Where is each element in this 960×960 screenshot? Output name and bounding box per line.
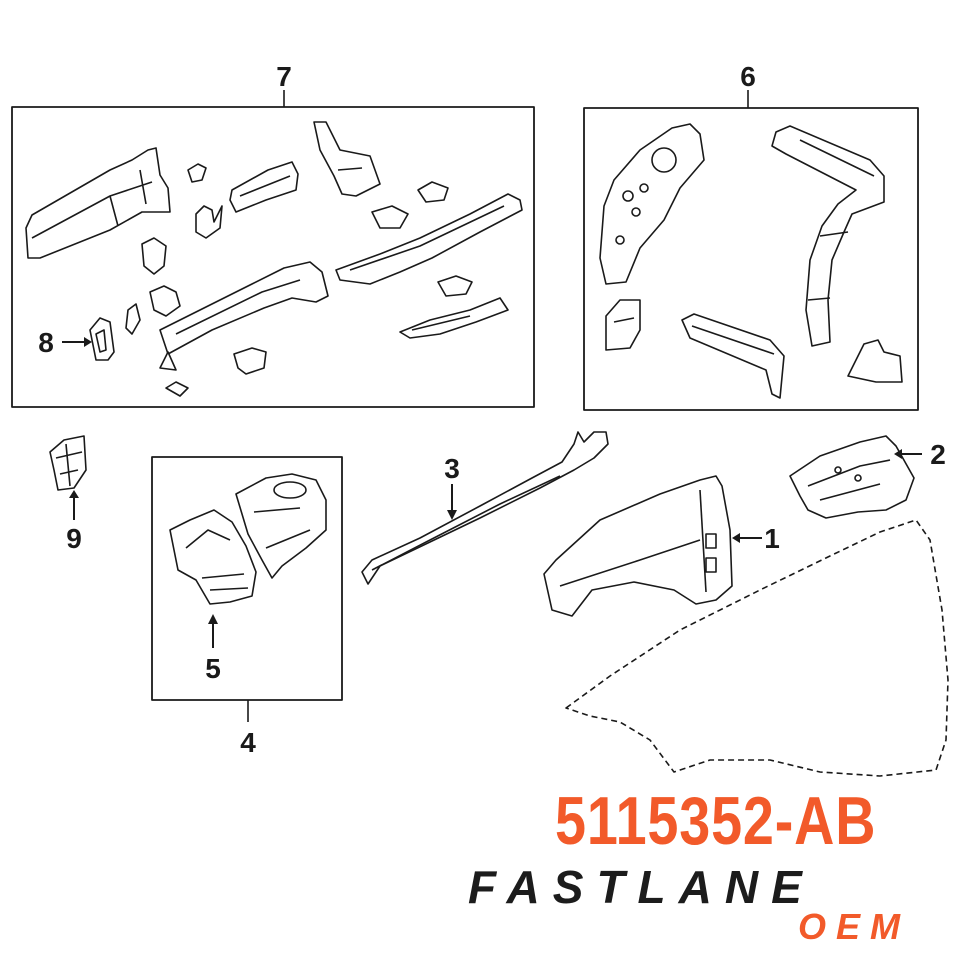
group-4-parts [169,473,327,605]
callout-4: 4 [240,727,256,758]
part-9 [49,435,87,491]
callout-6: 6 [740,61,756,92]
group-7-parts [25,121,523,397]
callout-9: 9 [66,523,82,554]
brand-logo-sub: OEM [798,906,911,947]
group-6-parts [599,123,903,399]
group-7-box [11,106,535,408]
callout-1: 1 [764,523,780,554]
callout-8: 8 [38,327,54,358]
fender-outline [565,519,949,777]
brand-logo-wordmark: FASTLANE [468,861,815,913]
part-1 [543,475,733,617]
group-6-box [583,107,919,411]
callout-3: 3 [444,453,460,484]
callout-5: 5 [205,653,221,684]
part-2 [789,435,915,519]
part-number: 5115352-AB [555,783,877,859]
group-4-box [151,456,343,701]
part-8 [89,317,115,361]
callout-7: 7 [276,61,292,92]
callout-2: 2 [930,439,946,470]
part-3 [361,431,609,585]
